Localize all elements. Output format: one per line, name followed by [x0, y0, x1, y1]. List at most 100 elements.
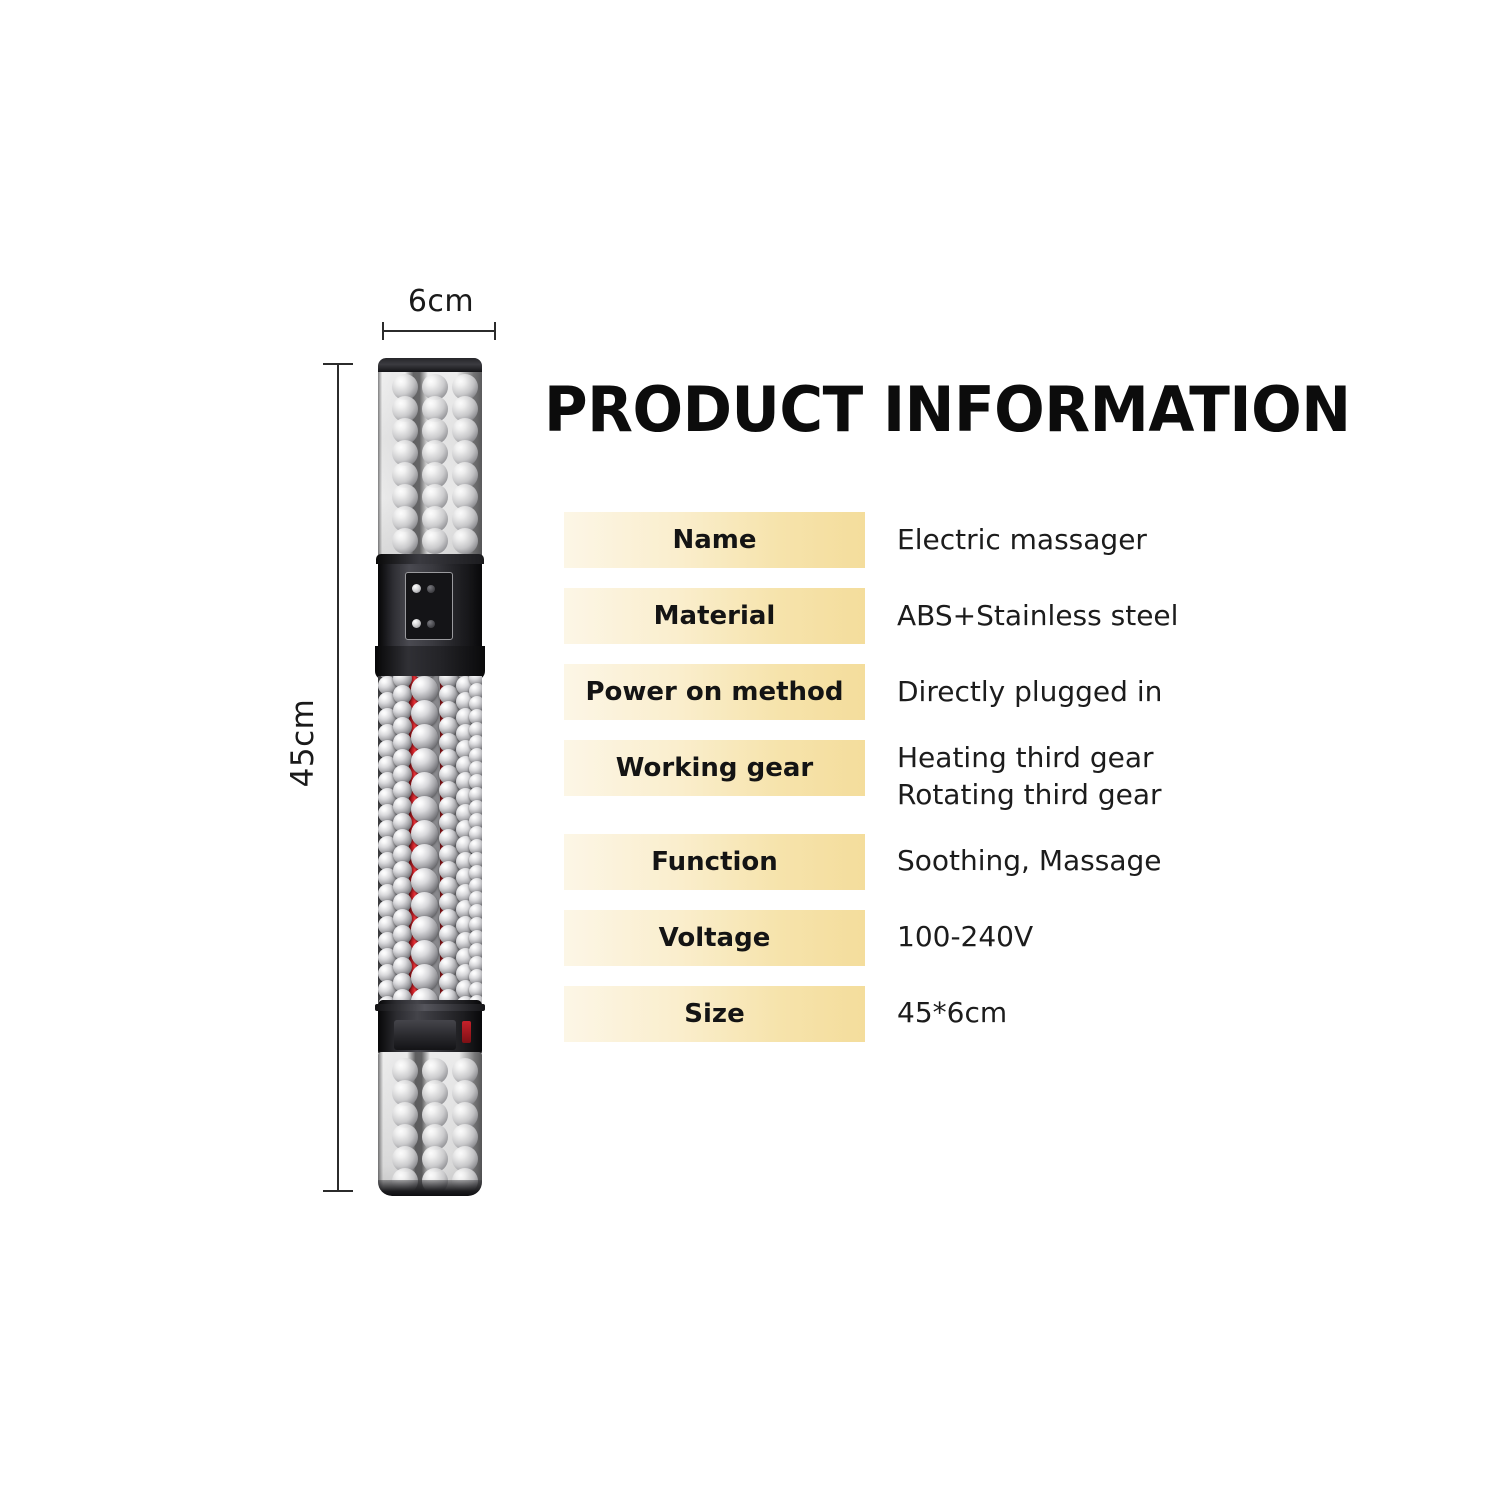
- inner-ball: [422, 396, 448, 422]
- chrome-bead: [469, 748, 482, 764]
- page-title: PRODUCT INFORMATION: [544, 373, 1351, 446]
- spec-label-chip: Power on method: [564, 664, 865, 720]
- chrome-bead: [410, 940, 438, 967]
- chrome-bead: [438, 701, 458, 720]
- chrome-bead: [392, 973, 412, 992]
- chrome-bead: [378, 868, 397, 887]
- collar-plate: [394, 1020, 456, 1050]
- chrome-bead: [392, 861, 412, 880]
- inner-ball: [422, 1124, 448, 1150]
- electric-massager-product-image: [375, 358, 485, 1196]
- spec-label-chip: Function: [564, 833, 865, 890]
- inner-ball: [452, 418, 478, 444]
- control-body-bottom-flare: [375, 646, 485, 680]
- chrome-bead: [378, 948, 397, 967]
- spec-label-chip: Working gear: [564, 740, 865, 796]
- chrome-bead: [392, 829, 412, 848]
- control-body-top-lip: [376, 554, 484, 564]
- inner-ball: [392, 1058, 418, 1084]
- spec-label-chip: Name: [564, 512, 865, 568]
- chrome-bead: [438, 909, 458, 928]
- width-dimension-cap-left: [382, 322, 384, 340]
- transparent-top-cap: [378, 358, 482, 558]
- spec-row: Size 45*6cm: [564, 985, 1324, 1042]
- chrome-bead: [410, 892, 438, 919]
- chrome-bead: [410, 748, 438, 775]
- inner-ball: [422, 1102, 448, 1128]
- chrome-bead: [410, 820, 438, 847]
- chrome-bead: [469, 904, 482, 920]
- inner-ball: [392, 418, 418, 444]
- chrome-bead: [438, 765, 458, 784]
- width-dimension-label: 6cm: [407, 284, 475, 319]
- inner-ball: [452, 484, 478, 510]
- chrome-bead: [469, 676, 482, 686]
- height-dimension-line: [337, 364, 339, 1192]
- inner-ball: [452, 1058, 478, 1084]
- inner-ball: [452, 1080, 478, 1106]
- chrome-bead: [410, 916, 438, 943]
- spec-label-chip: Size: [564, 985, 865, 1042]
- chrome-bead: [469, 839, 482, 855]
- height-dimension-cap-top: [323, 363, 353, 365]
- chrome-bead: [438, 733, 458, 752]
- power-button-icon: [412, 584, 421, 593]
- inner-ball: [452, 1102, 478, 1128]
- chrome-bead: [392, 701, 412, 720]
- chrome-bead: [392, 685, 412, 704]
- inner-ball: [452, 528, 478, 554]
- inner-ball: [422, 484, 448, 510]
- chrome-bead: [378, 964, 397, 983]
- chrome-bead: [469, 722, 482, 738]
- chrome-bead: [438, 829, 458, 848]
- chrome-bead: [378, 980, 397, 999]
- spec-label-chip: Voltage: [564, 909, 865, 966]
- height-dimension-label: 45cm: [285, 698, 321, 788]
- rotation-indicator-icon: [427, 620, 435, 628]
- spec-row: Name Electric massager: [564, 512, 1324, 568]
- chrome-bead: [469, 917, 482, 933]
- spec-value-text: 45*6cm: [897, 996, 1008, 1030]
- chrome-bead: [378, 836, 397, 855]
- width-dimension-cap-right: [494, 322, 496, 340]
- chrome-bead: [378, 724, 397, 743]
- spec-value-text: Electric massager: [897, 522, 1147, 556]
- spec-value-text: 100-240V: [897, 920, 1034, 954]
- chrome-bead-roller-section: [378, 676, 482, 1006]
- inner-ball: [422, 418, 448, 444]
- chrome-bead: [410, 724, 438, 751]
- chrome-bead: [469, 956, 482, 972]
- inner-ball: [422, 1080, 448, 1106]
- inner-ball: [392, 528, 418, 554]
- chrome-bead: [392, 781, 412, 800]
- chrome-bead: [392, 733, 412, 752]
- chrome-bead: [469, 761, 482, 777]
- height-dimension: 45cm: [270, 355, 353, 1200]
- inner-ball: [392, 1102, 418, 1128]
- inner-ball: [392, 462, 418, 488]
- inner-ball: [392, 1146, 418, 1172]
- chrome-bead: [378, 676, 397, 695]
- chrome-bead: [392, 813, 412, 832]
- lower-collar: [375, 1000, 485, 1056]
- chrome-bead: [438, 957, 458, 976]
- inner-ball: [422, 462, 448, 488]
- chrome-bead: [438, 845, 458, 864]
- chrome-bead: [378, 756, 397, 775]
- inner-ball: [392, 1124, 418, 1150]
- chrome-bead: [438, 973, 458, 992]
- inner-ball: [392, 440, 418, 466]
- chrome-bead: [378, 788, 397, 807]
- chrome-bead: [392, 893, 412, 912]
- spec-label-text: Power on method: [585, 677, 844, 707]
- chrome-bead: [392, 877, 412, 896]
- chrome-bead: [392, 717, 412, 736]
- inner-ball: [392, 374, 418, 400]
- top-cap-rim: [378, 358, 482, 372]
- chrome-bead: [438, 717, 458, 736]
- chrome-bead: [438, 861, 458, 880]
- chrome-bead: [469, 852, 482, 868]
- chrome-bead: [392, 797, 412, 816]
- chrome-bead: [469, 982, 482, 998]
